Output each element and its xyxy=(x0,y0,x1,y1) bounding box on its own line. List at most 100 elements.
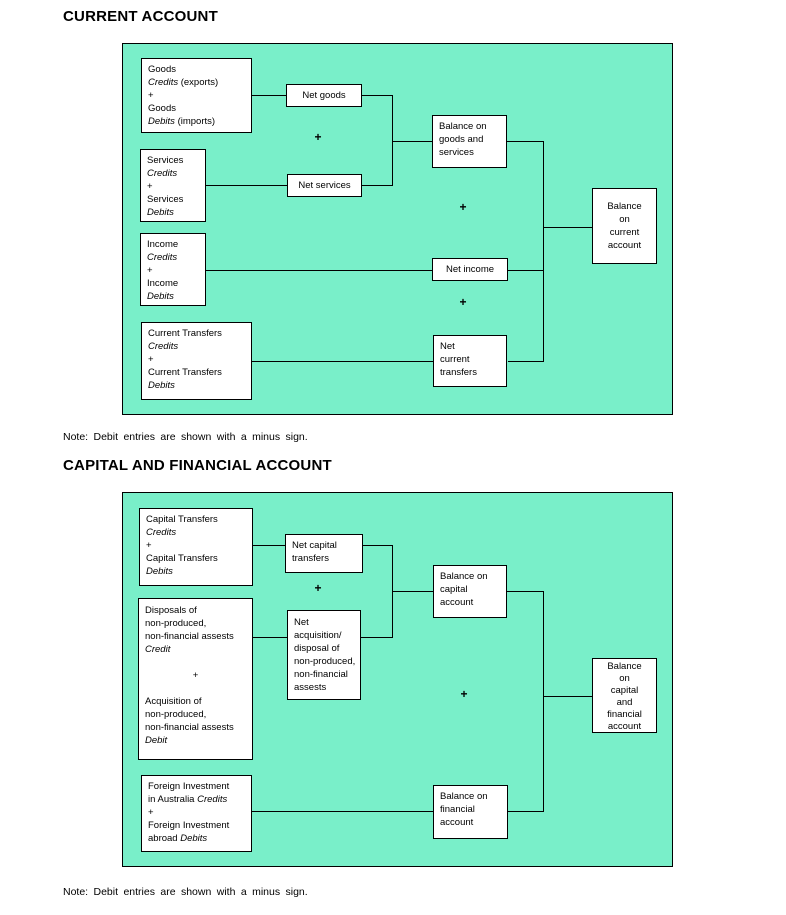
box-text-line: account xyxy=(440,597,474,608)
box-text-line: Debits (imports) xyxy=(148,115,245,128)
box-text-line: + xyxy=(146,540,152,551)
imports-word: (imports) xyxy=(174,116,216,127)
box-text-line: financial xyxy=(607,709,642,720)
connector-line xyxy=(508,811,543,812)
income-inputs-box: Income Credits + Income Debits xyxy=(140,233,206,306)
box-text-line: + xyxy=(147,265,153,276)
connector-line xyxy=(253,637,287,638)
connector-line xyxy=(361,637,392,638)
box-text-line: Balance xyxy=(607,661,642,672)
box-text-line: Debit xyxy=(145,735,168,746)
connector-line xyxy=(392,591,433,592)
box-text-line: goods and xyxy=(439,134,484,145)
capital-transfers-inputs-box: Capital Transfers Credits + Capital Tran… xyxy=(139,508,253,586)
box-text-line: Credits xyxy=(147,252,178,263)
connector-line xyxy=(543,591,544,812)
box-blank-line xyxy=(145,656,246,669)
box-text-line: Debits xyxy=(148,380,175,391)
plus-sign: + xyxy=(459,295,467,309)
connector-line xyxy=(252,811,433,812)
box-text-line: Debits xyxy=(147,291,174,302)
box-text-line: transfers xyxy=(440,367,477,378)
box-text-line: current xyxy=(609,227,640,238)
box-text-line: Capital Transfers xyxy=(146,514,218,525)
connector-line xyxy=(206,185,287,186)
box-text-line: Capital Transfers xyxy=(146,553,218,564)
box-text-line: account xyxy=(440,817,474,828)
connector-line xyxy=(543,141,544,362)
box-text-line: Disposals of xyxy=(145,605,197,616)
box-text-line: Debits xyxy=(146,566,173,577)
connector-line xyxy=(252,95,286,96)
goods-inputs-box: Goods Credits (exports) + Goods Debits (… xyxy=(141,58,252,133)
box-text-line: + xyxy=(148,90,154,101)
box-text-line: non-financial assests xyxy=(145,722,234,733)
box-text-line: Credits xyxy=(147,168,178,179)
box-text-line: financial xyxy=(440,804,475,815)
box-text-line: on xyxy=(619,673,630,684)
box-text-line: Income xyxy=(147,239,179,250)
box-text-line: in Australia Credits xyxy=(148,793,245,806)
box-text-line: + xyxy=(147,181,153,192)
box-text-line: capital xyxy=(610,685,639,696)
box-text-line: non-financial xyxy=(294,669,348,680)
connector-line xyxy=(252,361,433,362)
box-text-line: Balance on xyxy=(440,571,488,582)
box-text-line: services xyxy=(439,147,474,158)
box-text-line: + xyxy=(192,670,199,681)
net-income-box: Net income xyxy=(432,258,508,281)
box-text-line: Services xyxy=(147,155,184,166)
net-services-box: Net services xyxy=(287,174,362,197)
note-capital-financial-account: Note: Debit entries are shown with a min… xyxy=(63,886,308,898)
section-title-capital-financial-account: CAPITAL AND FINANCIAL ACCOUNT xyxy=(63,457,332,474)
box-text-line: Net xyxy=(294,617,309,628)
box-text-line: Current Transfers xyxy=(148,367,222,378)
box-text-line: account xyxy=(607,721,642,732)
box-blank-line xyxy=(145,682,246,695)
balance-current-account-box: Balance on current account xyxy=(592,188,657,264)
section-title-current-account: CURRENT ACCOUNT xyxy=(63,8,218,25)
connector-line xyxy=(253,545,285,546)
foreign-investment-inputs-box: Foreign Investment in Australia Credits … xyxy=(141,775,252,852)
box-text-line: Debits xyxy=(147,207,174,218)
box-text-line: and xyxy=(616,697,633,708)
net-goods-box: Net goods xyxy=(286,84,362,107)
net-capital-transfers-box: Net capital transfers xyxy=(285,534,363,573)
in-australia-words: in Australia xyxy=(148,794,198,805)
box-text-line: Credit xyxy=(145,644,171,655)
connector-line xyxy=(543,227,592,228)
box-text-line: assests xyxy=(294,682,327,693)
plus-sign: + xyxy=(314,130,322,144)
connector-line xyxy=(543,696,592,697)
disposals-acquisition-inputs-box: Disposals of non-produced, non-financial… xyxy=(138,598,253,760)
balance-goods-services-box: Balance on goods and services xyxy=(432,115,507,168)
connector-line xyxy=(206,270,432,271)
box-text-line: Net capital xyxy=(292,540,337,551)
box-text-line: current xyxy=(440,354,470,365)
box-text-line: acquisition/ xyxy=(294,630,342,641)
box-text-line: Goods xyxy=(148,64,176,75)
box-text-line: Foreign Investment xyxy=(148,820,230,831)
box-text-line: transfers xyxy=(292,553,329,564)
net-acquisition-disposal-box: Net acquisition/ disposal of non-produce… xyxy=(287,610,361,700)
plus-sign: + xyxy=(314,581,322,595)
box-text-line: Goods xyxy=(148,103,176,114)
services-inputs-box: Services Credits + Services Debits xyxy=(140,149,206,222)
debits-word: Debits xyxy=(148,116,175,127)
box-text-line: Balance on xyxy=(440,791,488,802)
connector-line xyxy=(362,95,393,96)
box-text-line: Balance on xyxy=(439,121,487,132)
box-text-line: non-produced, xyxy=(294,656,356,667)
box-text-line: Services xyxy=(147,194,184,205)
box-text-line: non-financial assests xyxy=(145,631,234,642)
box-text-line: Net xyxy=(440,341,455,352)
box-text-line: Balance xyxy=(607,201,642,212)
note-current-account: Note: Debit entries are shown with a min… xyxy=(63,431,308,443)
box-text-line: Net income xyxy=(445,264,495,275)
balance-capital-financial-box: Balance on capital and financial account xyxy=(592,658,657,733)
balance-financial-account-box: Balance on financial account xyxy=(433,785,508,839)
connector-line xyxy=(508,270,543,271)
box-text-line: + xyxy=(148,807,154,818)
box-text-line: non-produced, xyxy=(145,618,207,629)
